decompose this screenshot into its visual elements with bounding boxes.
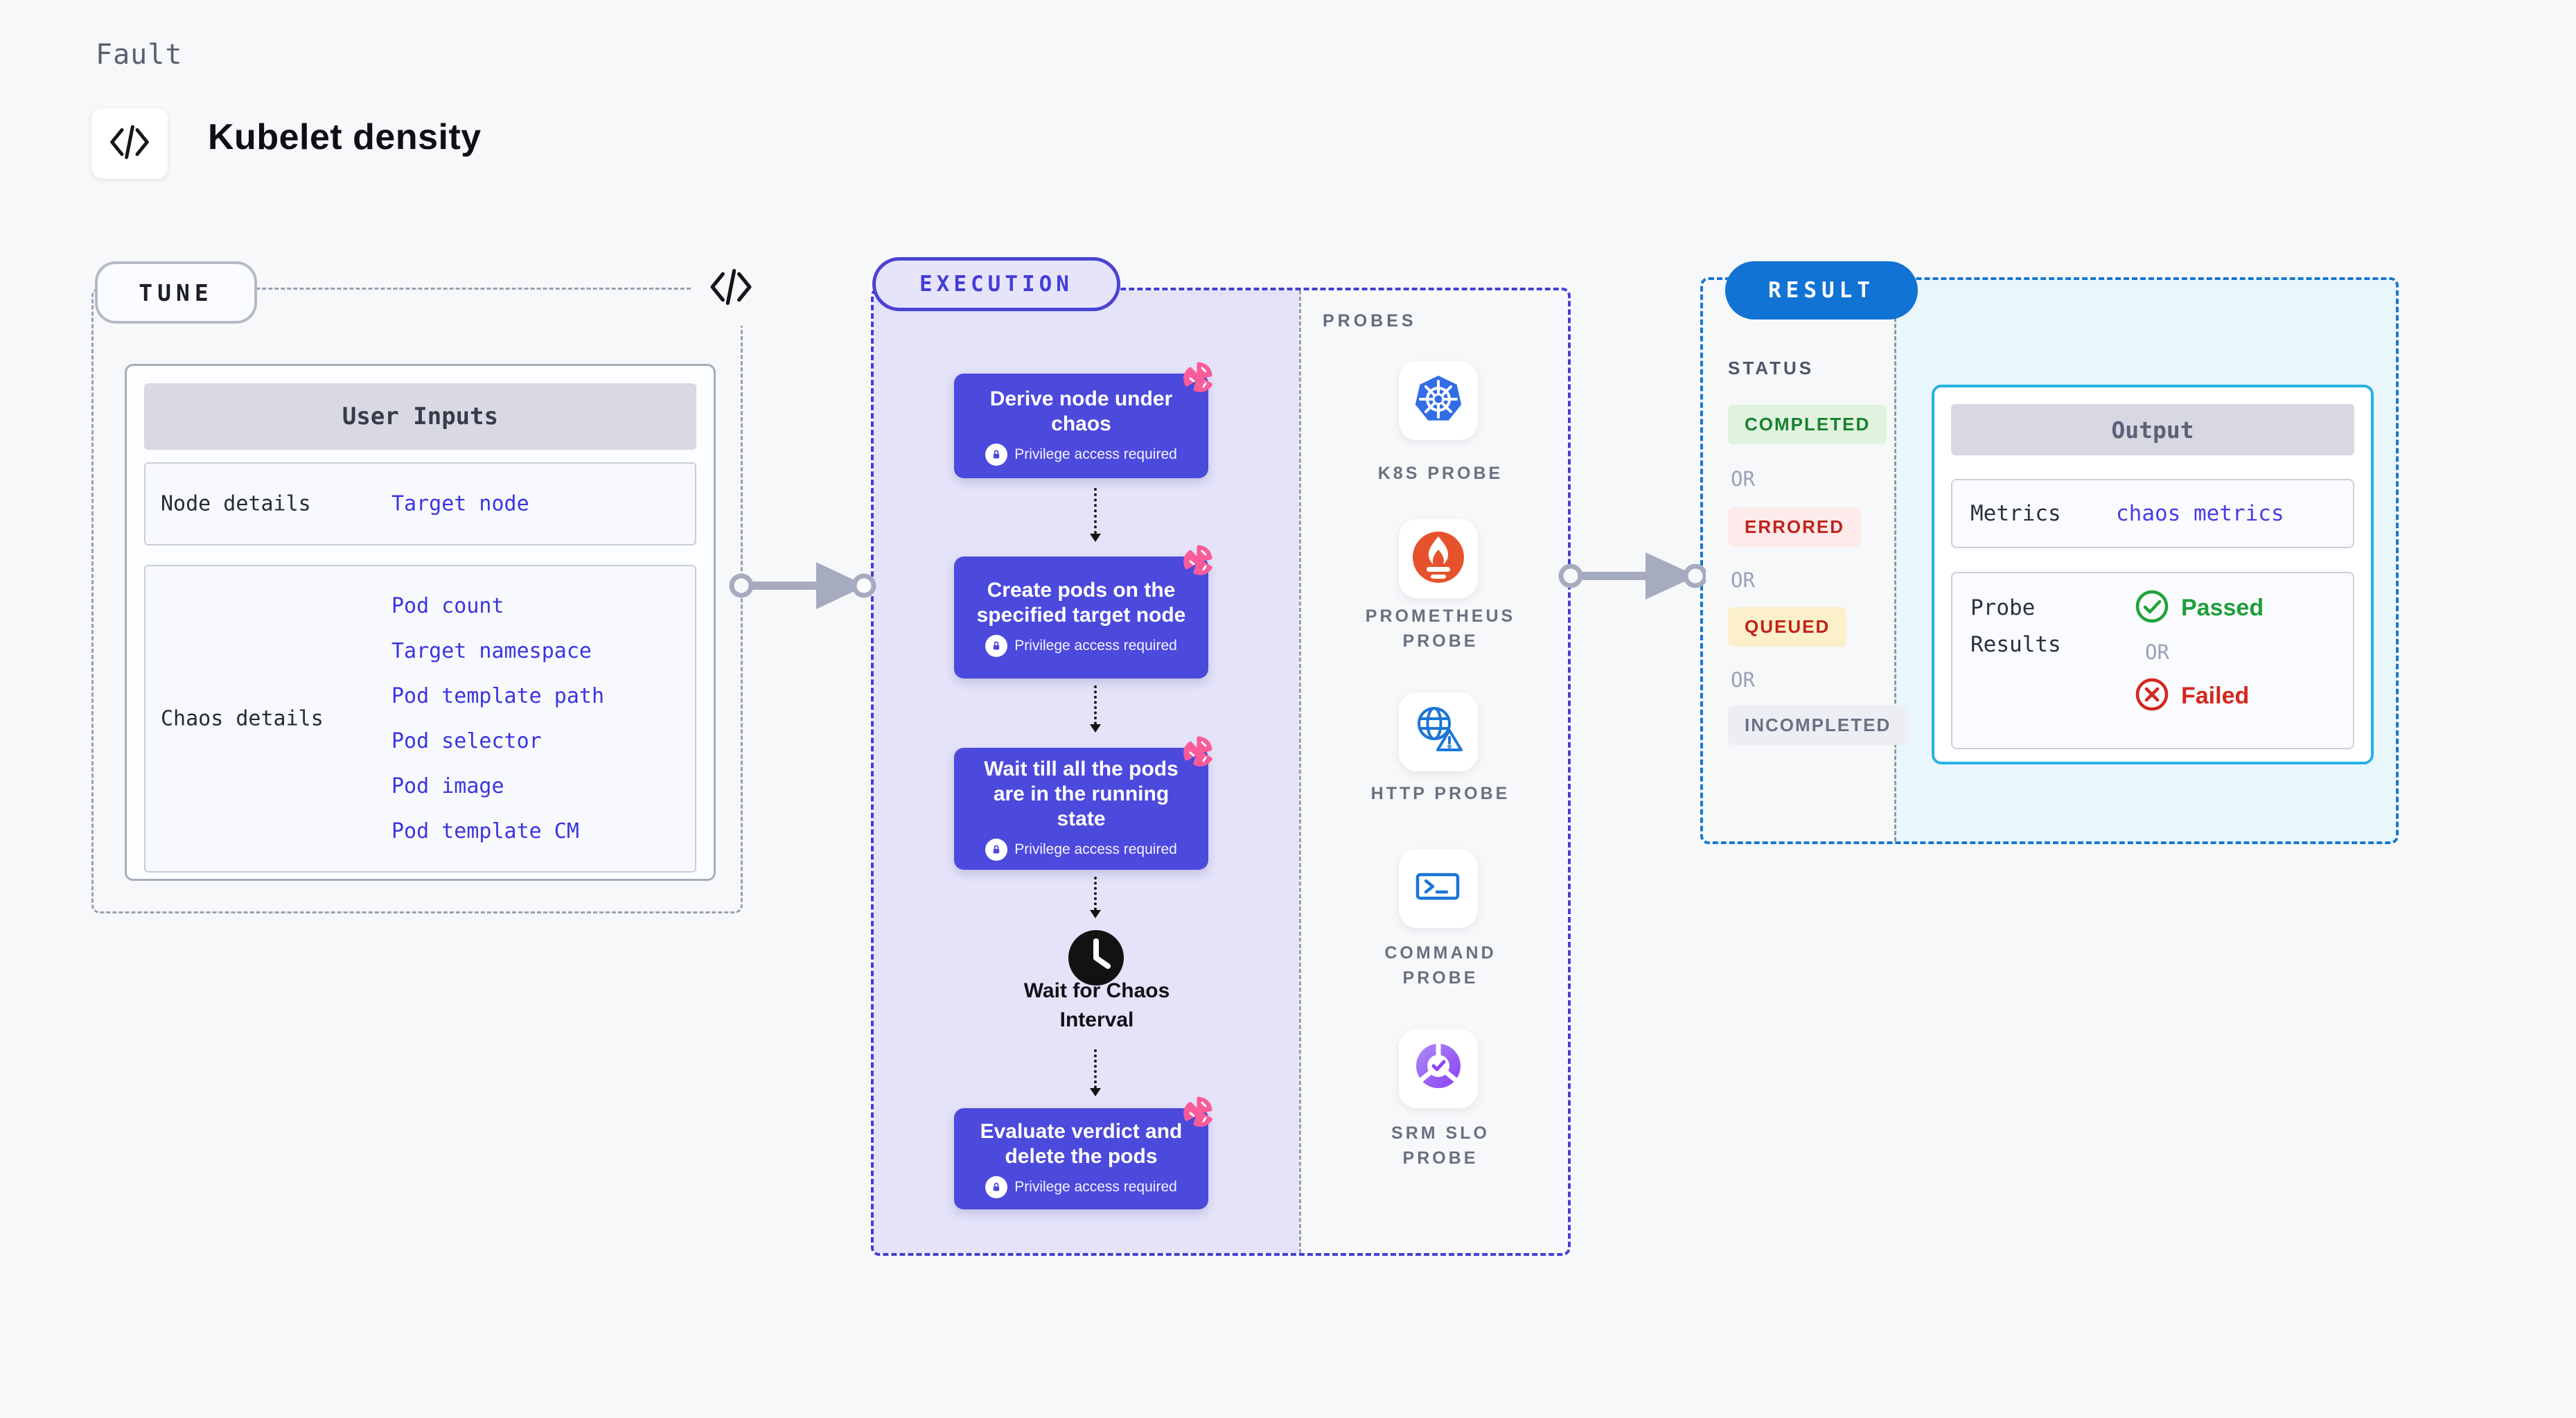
tune-section-box — [91, 288, 743, 913]
probe-results-row: Probe Results Passed OR — [1951, 572, 2354, 749]
x-circle-icon — [2134, 676, 2170, 716]
chaos-pinwheel-icon — [1181, 734, 1217, 773]
pod-template-cm-link[interactable]: Pod template CM — [391, 819, 579, 843]
or-label: OR — [1731, 668, 1755, 692]
status-badge-queued: QUEUED — [1728, 607, 1847, 647]
table-row: Node details Target node — [144, 462, 696, 545]
or-label: OR — [2145, 640, 2169, 664]
status-title: STATUS — [1728, 358, 1815, 378]
http-globe-warning-icon — [1411, 703, 1466, 762]
srm-slo-gauge-icon — [1411, 1040, 1466, 1098]
table-row: Chaos details Pod count Target namespace… — [144, 565, 696, 873]
user-inputs-card: User Inputs Node details Target node Cha… — [125, 364, 716, 881]
tune-corner-code — [693, 251, 769, 326]
execution-step: Create pods on the specified target node… — [954, 545, 1212, 679]
pod-count-link[interactable]: Pod count — [391, 594, 504, 618]
probe-card — [1399, 849, 1478, 928]
chaos-pinwheel-icon — [1181, 1094, 1217, 1134]
privilege-note: Privilege access required — [1014, 1179, 1177, 1195]
output-title: Output — [1951, 404, 2354, 455]
target-node-link[interactable]: Target node — [391, 491, 529, 516]
dotted-arrow-down — [1090, 1049, 1101, 1096]
dotted-arrow-down — [1090, 488, 1101, 542]
pod-template-path-link[interactable]: Pod template path — [391, 684, 605, 708]
privilege-note: Privilege access required — [1014, 638, 1177, 654]
probes-title: PROBES — [1323, 311, 1417, 331]
probe-card — [1399, 361, 1478, 440]
row-label: Node details — [161, 491, 311, 516]
metrics-label: Metrics — [1970, 500, 2061, 526]
probes-divider — [1299, 290, 1301, 1253]
probe-label: HTTP PROBE — [1370, 784, 1510, 803]
chaos-pinwheel-icon — [1181, 360, 1217, 399]
lock-icon — [985, 443, 1008, 466]
status-badge-errored: ERRORED — [1728, 507, 1862, 547]
pod-selector-link[interactable]: Pod selector — [391, 729, 542, 753]
prometheus-icon — [1411, 529, 1466, 588]
clock-icon — [1068, 929, 1124, 986]
step-title: Wait till all the pods are in the runnin… — [984, 758, 1179, 830]
probe-results-label: Probe Results — [1970, 595, 2061, 657]
code-icon — [107, 119, 152, 168]
or-label: OR — [1731, 467, 1755, 491]
status-badge-incompleted: INCOMPLETED — [1728, 706, 1908, 745]
metrics-row: Metrics chaos metrics — [1951, 479, 2354, 548]
fault-eyebrow: Fault — [96, 39, 183, 71]
terminal-icon — [1411, 859, 1466, 918]
step-title: Derive node under chaos — [989, 387, 1173, 435]
result-divider — [1894, 280, 1896, 841]
step-title: Create pods on the specified target node — [976, 579, 1186, 627]
step-title: Evaluate verdict and delete the pods — [980, 1120, 1183, 1168]
passed-label: Passed — [2181, 595, 2264, 621]
chaos-metrics-link[interactable]: chaos metrics — [2116, 501, 2284, 526]
chaos-pinwheel-icon — [1181, 543, 1217, 582]
probe-label: K8S PROBE — [1377, 464, 1503, 483]
check-circle-icon — [2134, 588, 2170, 628]
target-namespace-link[interactable]: Target namespace — [391, 639, 592, 663]
lock-icon — [985, 635, 1008, 657]
execution-section-box: Derive node under chaos Privilege access… — [871, 288, 1571, 1256]
execution-step: Evaluate verdict and delete the pods Pri… — [954, 1096, 1212, 1209]
privilege-note: Privilege access required — [1014, 446, 1177, 462]
kubernetes-icon — [1411, 371, 1466, 430]
probe-card — [1399, 692, 1478, 771]
execution-step: Wait till all the pods are in the runnin… — [954, 736, 1212, 870]
status-badge-completed: COMPLETED — [1728, 405, 1887, 444]
probe-results-values: Passed OR Failed — [2134, 573, 2264, 716]
pod-image-link[interactable]: Pod image — [391, 774, 504, 798]
execution-step: Derive node under chaos Privilege access… — [954, 362, 1212, 478]
dotted-arrow-down — [1090, 877, 1101, 918]
probe-label: SRM SLO PROBE — [1391, 1123, 1490, 1168]
failed-label: Failed — [2181, 683, 2250, 709]
user-inputs-title: User Inputs — [144, 383, 696, 450]
probe-label: COMMAND PROBE — [1384, 943, 1497, 988]
output-card: Output Metrics chaos metrics Probe Resul… — [1932, 385, 2374, 764]
wait-for-chaos-interval-label: Wait for Chaos Interval — [1023, 979, 1170, 1031]
dotted-arrow-down — [1090, 685, 1101, 733]
privilege-note: Privilege access required — [1014, 841, 1177, 857]
probe-card — [1399, 519, 1478, 598]
result-section-box: STATUS COMPLETED OR ERRORED OR QUEUED OR… — [1700, 277, 2399, 844]
probe-card — [1399, 1029, 1478, 1108]
result-badge: RESULT — [1725, 261, 1918, 320]
lock-icon — [985, 839, 1008, 861]
row-label: Chaos details — [161, 706, 324, 731]
or-label: OR — [1731, 568, 1755, 592]
code-icon — [707, 263, 755, 315]
arrow-right-connector — [729, 562, 876, 609]
execution-badge: EXECUTION — [872, 257, 1120, 311]
probe-label: PROMETHEUS PROBE — [1365, 606, 1516, 651]
lock-icon — [985, 1176, 1008, 1198]
page-title: Kubelet density — [208, 117, 482, 157]
fault-icon-card — [91, 108, 168, 179]
arrow-right-connector — [1558, 552, 1706, 599]
tune-badge: TUNE — [95, 261, 257, 324]
chaos-details-values: Pod count Target namespace Pod template … — [391, 566, 604, 871]
